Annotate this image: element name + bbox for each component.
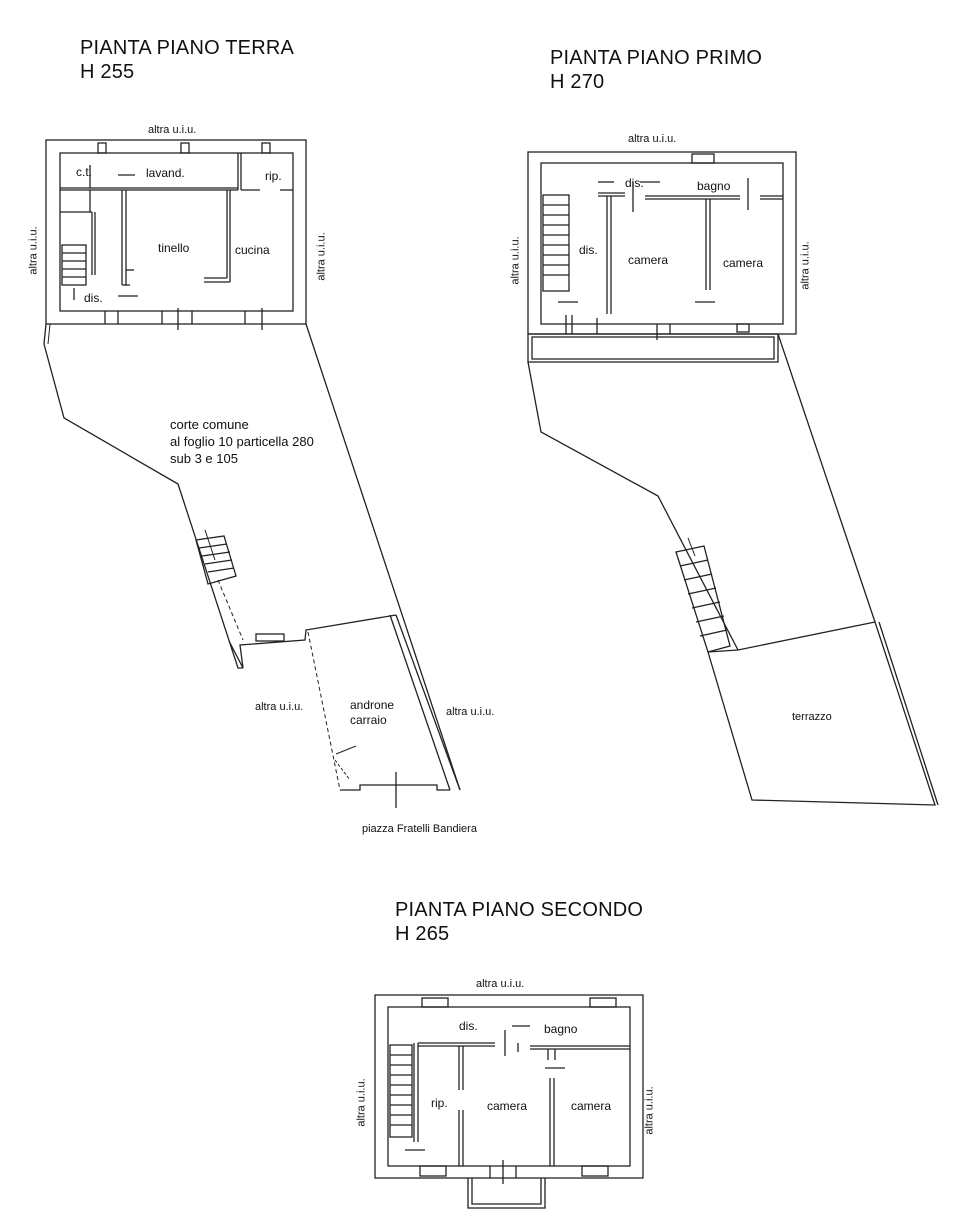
first-floor-title: PIANTA PIANO PRIMO H 270 xyxy=(550,46,762,94)
courtyard-label-line2: al foglio 10 particella 280 xyxy=(170,434,314,449)
courtyard-label-line1: corte comune xyxy=(170,417,249,432)
ground-neighbor-bottom-right-label: altra u.i.u. xyxy=(446,706,495,718)
room-label-tinello: tinello xyxy=(158,241,190,255)
room-label-dis-ground: dis. xyxy=(84,291,103,305)
terrace-outline xyxy=(707,621,936,806)
room-label-dis-first-left: dis. xyxy=(579,243,598,257)
second-floor-title-height: H 265 xyxy=(395,923,450,945)
room-label-cucina: cucina xyxy=(235,243,270,257)
first-balcony xyxy=(527,333,779,363)
street-label: piazza Fratelli Bandiera xyxy=(362,823,477,835)
first-floor-title-name: PIANTA PIANO PRIMO xyxy=(550,47,763,69)
second-outer-wall xyxy=(374,994,644,1179)
second-balcony xyxy=(467,1178,546,1209)
room-label-camera-first-2: camera xyxy=(723,256,764,270)
room-label-bagno-first: bagno xyxy=(697,179,731,193)
second-floor-plan xyxy=(374,994,644,1209)
ground-floor-title: PIANTA PIANO TERRA H 255 xyxy=(80,36,294,84)
second-inner-wall xyxy=(387,1006,631,1167)
terrace-label: terrazzo xyxy=(792,711,832,723)
first-floor-title-height: H 270 xyxy=(550,71,605,93)
androne-label-line1: androne xyxy=(350,698,395,712)
first-courtyard-outline xyxy=(527,361,739,651)
room-label-rip-ground: rip. xyxy=(265,169,282,183)
ground-neighbor-left-label: altra u.i.u. xyxy=(27,226,40,275)
ground-neighbor-top-label: altra u.i.u. xyxy=(148,124,197,136)
first-neighbor-left-label: altra u.i.u. xyxy=(509,236,522,285)
first-inner-wall xyxy=(540,162,784,325)
ground-neighbor-right-label: altra u.i.u. xyxy=(315,232,328,281)
room-label-bagno-second: bagno xyxy=(544,1022,578,1036)
room-label-rip-second: rip. xyxy=(431,1096,448,1110)
first-outer-wall xyxy=(527,151,797,335)
room-label-dis-second: dis. xyxy=(459,1019,478,1033)
ground-outer-wall xyxy=(45,139,307,325)
second-neighbor-right-label: altra u.i.u. xyxy=(643,1086,656,1135)
room-label-lavand: lavand. xyxy=(146,166,185,180)
second-neighbor-top-label: altra u.i.u. xyxy=(476,978,525,990)
ground-inner-wall xyxy=(59,152,294,312)
androne-label-line2: carraio xyxy=(350,713,387,727)
room-label-camera-second-2: camera xyxy=(571,1099,612,1113)
ground-neighbor-bottom-left-label: altra u.i.u. xyxy=(255,701,304,713)
room-label-camera-first-1: camera xyxy=(628,253,669,267)
ground-floor-plan xyxy=(43,139,461,808)
room-label-ct: c.t. xyxy=(76,165,93,179)
ground-floor-title-height: H 255 xyxy=(80,61,135,83)
courtyard-label-line3: sub 3 e 105 xyxy=(170,451,238,466)
first-neighbor-right-label: altra u.i.u. xyxy=(799,241,812,290)
second-floor-title-name: PIANTA PIANO SECONDO xyxy=(395,899,644,921)
courtyard-right-edge xyxy=(305,323,461,791)
second-floor-title: PIANTA PIANO SECONDO H 265 xyxy=(395,898,643,946)
first-neighbor-top-label: altra u.i.u. xyxy=(628,133,677,145)
ground-floor-title-name: PIANTA PIANO TERRA xyxy=(80,37,295,59)
room-label-camera-second-1: camera xyxy=(487,1099,528,1113)
room-label-dis-first-top: dis. xyxy=(625,176,644,190)
second-neighbor-left-label: altra u.i.u. xyxy=(355,1078,368,1127)
courtyard-label: corte comune al foglio 10 particella 280… xyxy=(170,416,314,467)
first-floor-plan xyxy=(527,151,939,806)
androne-label: androne carraio xyxy=(350,698,394,728)
courtyard-outline xyxy=(43,323,243,669)
